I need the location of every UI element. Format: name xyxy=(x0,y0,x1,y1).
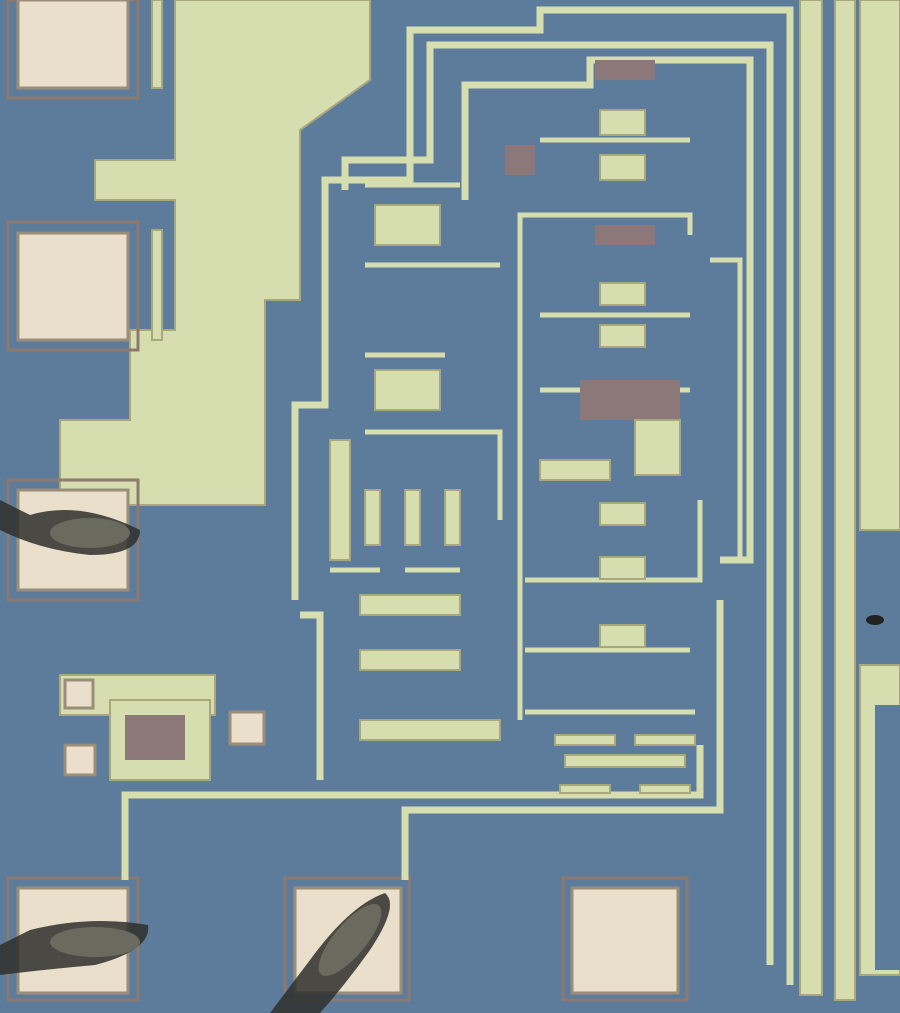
wire xyxy=(291,6,794,985)
transistor xyxy=(554,734,616,746)
transistor xyxy=(599,502,646,526)
transistor xyxy=(599,154,646,181)
bond-ball xyxy=(50,927,140,957)
transistor xyxy=(564,754,686,768)
transistor xyxy=(444,489,461,546)
bus-right-inner xyxy=(875,705,900,970)
pad-top-left xyxy=(16,0,130,90)
metal-plane-left xyxy=(59,0,371,506)
metal-strip xyxy=(151,229,163,341)
diffusion-region xyxy=(580,380,680,420)
bond-wires xyxy=(0,500,390,1013)
transistor xyxy=(599,282,646,306)
bus-right-3 xyxy=(859,0,900,531)
test-structure xyxy=(59,674,266,781)
transistor xyxy=(599,324,646,348)
diffusion-region xyxy=(505,145,535,175)
mini-pad xyxy=(63,678,95,710)
mini-pad xyxy=(63,743,97,777)
wire xyxy=(710,257,743,560)
wire xyxy=(401,600,724,880)
pad-left-2 xyxy=(16,231,130,342)
bond-ball xyxy=(50,518,130,548)
transistor xyxy=(364,489,381,546)
diffusion-block xyxy=(125,715,185,760)
pad-top-left xyxy=(6,0,140,100)
transistor xyxy=(329,439,351,561)
wire xyxy=(121,745,704,880)
bus-right-2 xyxy=(834,0,856,1001)
mini-pad xyxy=(228,710,266,746)
debris-particle xyxy=(866,615,884,625)
routing-wires xyxy=(121,6,794,985)
pad-left-3 xyxy=(6,478,140,602)
transistor xyxy=(359,719,501,741)
bus-right-1 xyxy=(799,0,823,996)
wire xyxy=(341,41,774,965)
wire xyxy=(461,56,754,564)
transistor xyxy=(634,734,696,746)
transistor xyxy=(599,556,646,580)
transistor xyxy=(639,784,691,794)
wire xyxy=(300,611,324,780)
wire xyxy=(517,212,693,720)
transistor xyxy=(374,369,441,411)
transistor xyxy=(599,624,646,648)
diffusion-region xyxy=(595,225,655,245)
transistor xyxy=(359,649,461,671)
pad-left-2 xyxy=(6,220,140,352)
pad-bottom-mid xyxy=(283,876,411,1002)
transistor xyxy=(599,109,646,136)
wire xyxy=(525,500,703,583)
transistor xyxy=(559,784,611,794)
transistor xyxy=(634,419,681,476)
pad-bottom-right xyxy=(570,886,680,995)
wire xyxy=(365,429,503,520)
diffusion-region xyxy=(595,60,655,80)
transistor xyxy=(374,204,441,246)
transistor-array xyxy=(329,60,696,794)
pad-bottom-right xyxy=(561,876,689,1002)
transistor xyxy=(359,594,461,616)
transistor xyxy=(539,459,611,481)
bond-ball xyxy=(318,904,382,976)
metal-strip xyxy=(151,0,163,89)
transistor xyxy=(404,489,421,546)
